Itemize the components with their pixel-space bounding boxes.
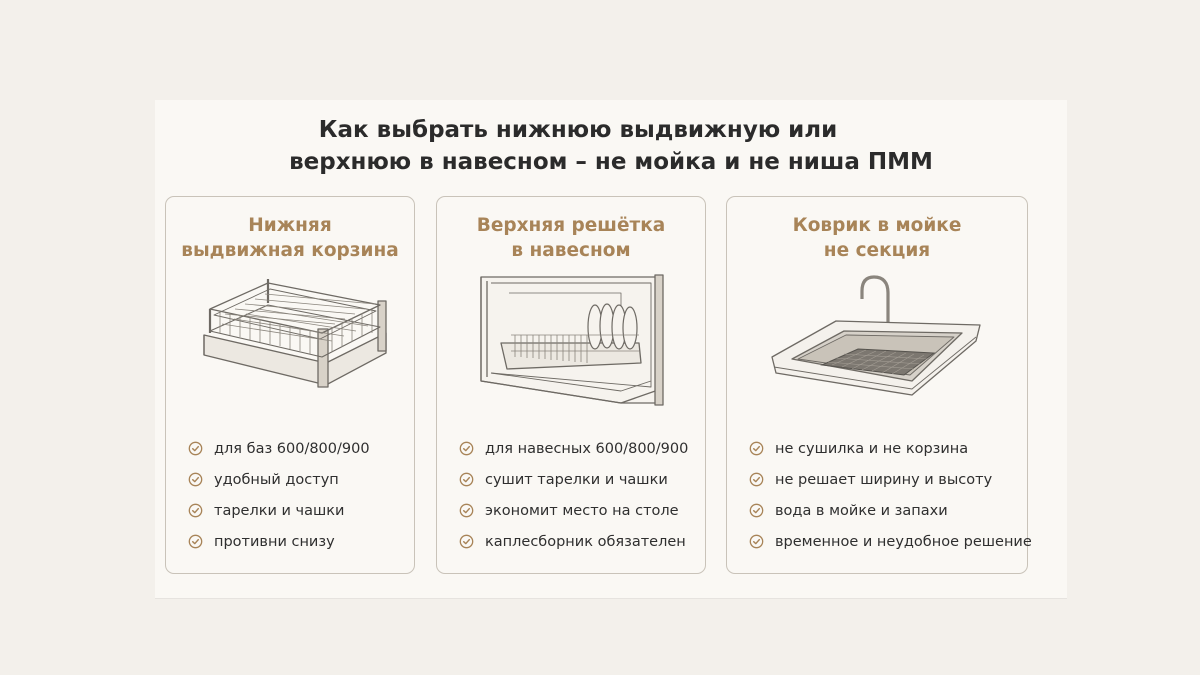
check-circle-icon (459, 441, 474, 456)
list-item: каплесборник обязателен (459, 526, 695, 557)
basket-illustration (166, 269, 414, 419)
infographic-panel: Как выбрать нижнюю выдвижную или верхнюю… (155, 100, 1067, 598)
feature-list: для баз 600/800/900 удобный доступ тарел… (188, 433, 404, 557)
check-circle-icon (749, 441, 764, 456)
check-circle-icon (188, 472, 203, 487)
list-item: экономит место на столе (459, 495, 695, 526)
card-title-line-1: Нижняя (248, 215, 332, 236)
list-item-text: противни снизу (214, 533, 335, 550)
list-item: вода в мойке и запахи (749, 495, 1017, 526)
list-item-text: тарелки и чашки (214, 502, 345, 519)
check-circle-icon (188, 534, 203, 549)
card-title-line-2: выдвижная корзина (181, 240, 399, 261)
feature-list: для навесных 600/800/900 сушит тарелки и… (459, 433, 695, 557)
check-circle-icon (749, 534, 764, 549)
sink-with-mat-icon (771, 275, 981, 396)
check-circle-icon (459, 534, 474, 549)
feature-list: не сушилка и не корзина не решает ширину… (749, 433, 1032, 557)
page-title-line-1: Как выбрать нижнюю выдвижную или (318, 117, 838, 143)
check-circle-icon (459, 472, 474, 487)
check-circle-icon (459, 503, 474, 518)
page-title-line-2: верхнюю в навесном – не мойка и не ниша … (289, 149, 933, 175)
list-item-text: не сушилка и не корзина (775, 440, 969, 457)
sink-illustration (727, 269, 1027, 419)
list-item-text: экономит место на столе (485, 502, 679, 519)
dish-rack-in-wall-cabinet-icon (480, 274, 664, 406)
check-circle-icon (188, 441, 203, 456)
list-item-text: вода в мойке и запахи (775, 502, 948, 519)
list-item: удобный доступ (188, 464, 404, 495)
list-item-text: не решает ширину и высоту (775, 471, 993, 488)
card-title: Коврик в мойке не секция (727, 213, 1027, 263)
card-dish-rack: Верхняя решётка в навесном (436, 196, 706, 574)
list-item-text: удобный доступ (214, 471, 339, 488)
list-item: тарелки и чашки (188, 495, 404, 526)
list-item: временное и неудобное решение (749, 526, 1032, 557)
card-sink-mat: Коврик в мойке не секция (726, 196, 1032, 574)
check-circle-icon (188, 503, 203, 518)
list-item-text: для навесных 600/800/900 (485, 440, 689, 457)
card-pull-out-basket: Нижняя выдвижная корзина (165, 196, 415, 574)
card-title: Нижняя выдвижная корзина (166, 213, 414, 263)
check-circle-icon (749, 503, 764, 518)
card-title-line-2: не секция (823, 240, 931, 261)
list-item: для баз 600/800/900 (188, 433, 404, 464)
list-item: сушит тарелки и чашки (459, 464, 695, 495)
list-item: не сушилка и не корзина (749, 433, 1017, 464)
check-circle-icon (749, 472, 764, 487)
list-item: для навесных 600/800/900 (459, 433, 695, 464)
card-title-line-1: Верхняя решётка (476, 215, 666, 236)
list-item-text: сушит тарелки и чашки (485, 471, 668, 488)
card-title: Верхняя решётка в навесном (437, 213, 705, 263)
page-title: Как выбрать нижнюю выдвижную или верхнюю… (155, 114, 1067, 178)
list-item: противни снизу (188, 526, 404, 557)
list-item-text: временное и неудобное решение (775, 533, 1032, 550)
card-title-line-2: в навесном (511, 240, 631, 261)
pull-out-basket-icon (203, 279, 387, 388)
card-title-line-1: Коврик в мойке (792, 215, 962, 236)
list-item-text: для баз 600/800/900 (214, 440, 370, 457)
list-item: не решает ширину и высоту (749, 464, 1017, 495)
list-item-text: каплесборник обязателен (485, 533, 686, 550)
dish-rack-illustration (437, 269, 705, 419)
